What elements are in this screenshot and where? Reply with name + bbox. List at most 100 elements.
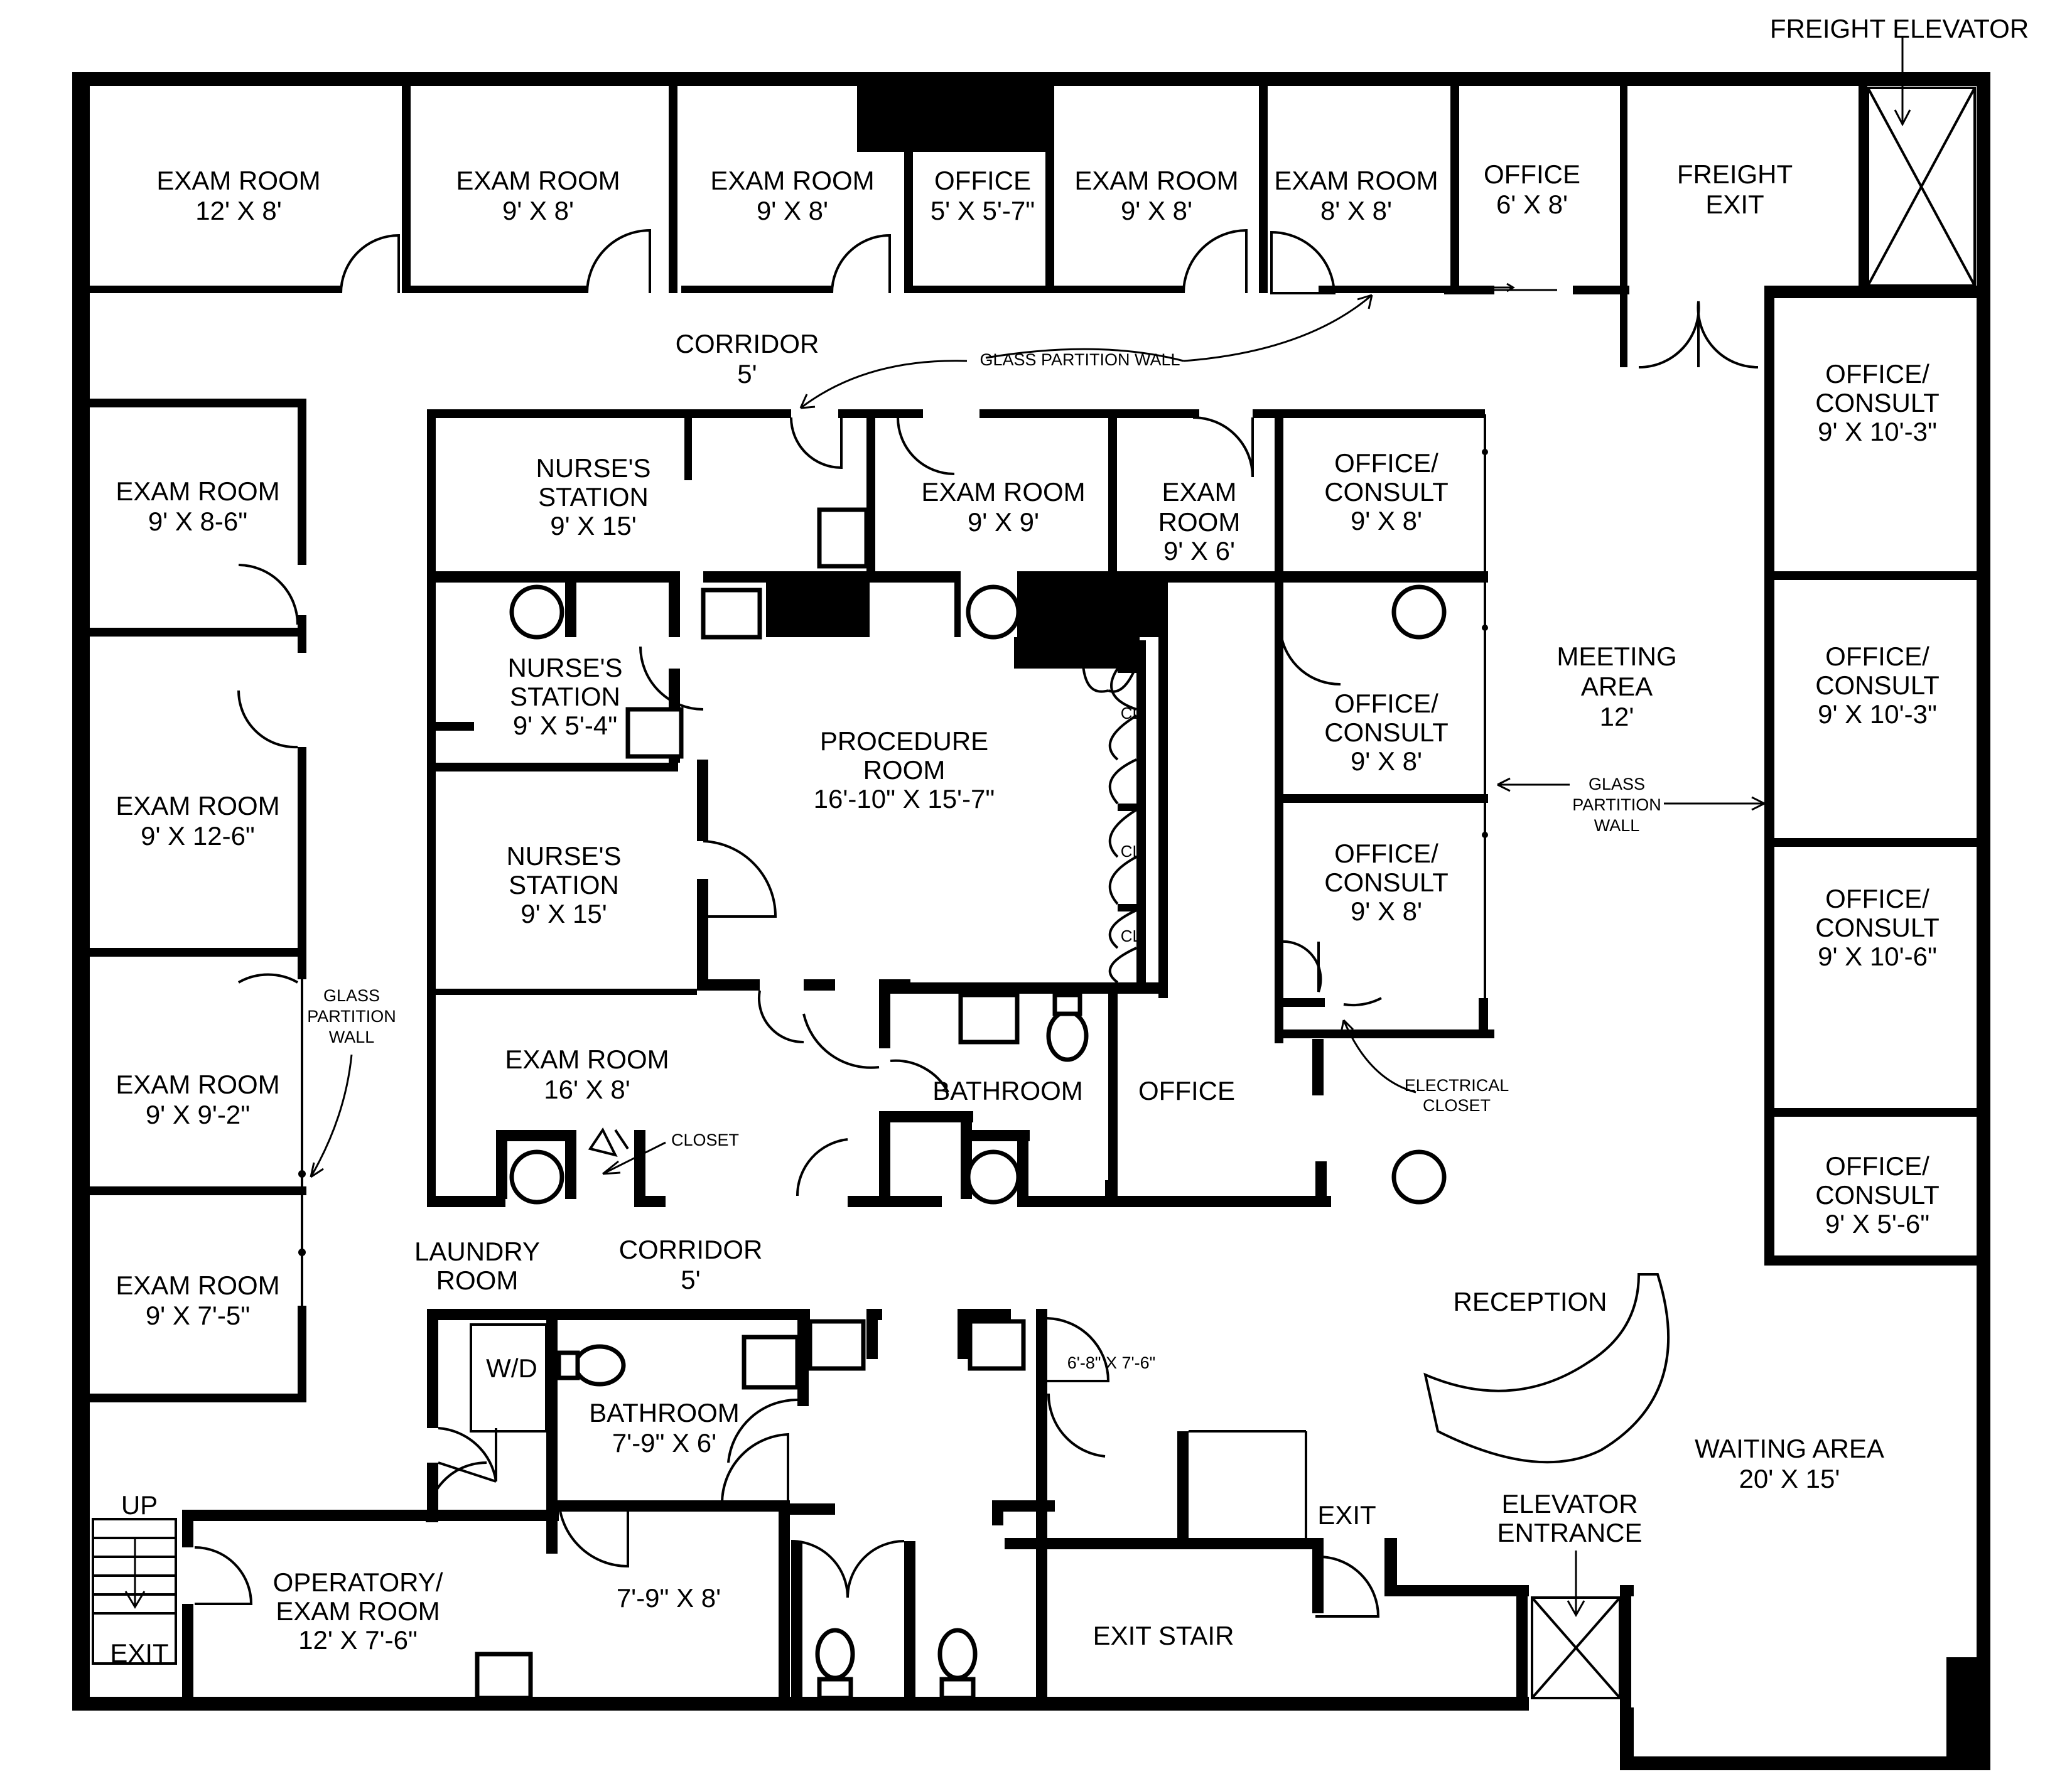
nurse-2-size: 9' X 5'-4" (513, 711, 617, 740)
exam-center-1-size: 9' X 9' (968, 507, 1039, 537)
consult-right-3-line2: CONSULT (1815, 913, 1940, 942)
office-top-2-size: 6' X 8' (1496, 190, 1568, 219)
exam-room-top-5-size: 8' X 8' (1320, 196, 1392, 225)
exam-room-top-5-name: EXAM ROOM (1274, 166, 1438, 195)
closet-small-label: CLOSET (671, 1131, 739, 1149)
top-doors (340, 228, 1759, 369)
office-center-label: OFFICE (1138, 1076, 1235, 1105)
glass-partition-leaders (310, 294, 1765, 1178)
glass-partition-right-line1: GLASS (1589, 775, 1645, 793)
exam-left-3-name: EXAM ROOM (116, 1070, 279, 1099)
glass-partition-left-line2: PARTITION (307, 1007, 396, 1026)
electrical-closet-line2: CLOSET (1423, 1096, 1491, 1115)
glass-partition-top-label: GLASS PARTITION WALL (979, 350, 1180, 369)
consult-right-4-line1: OFFICE/ (1825, 1151, 1929, 1181)
consult-inner-2-line1: OFFICE/ (1334, 689, 1438, 718)
meeting-area-line1: MEETING (1557, 642, 1676, 671)
reception-desk (1423, 1273, 1670, 1464)
consult-right-4-size: 9' X 5'-6" (1825, 1209, 1929, 1239)
glass-partition-right-line2: PARTITION (1572, 795, 1661, 814)
closet-label-3: CL. (1121, 842, 1146, 861)
nurse-2-line2: STATION (510, 682, 620, 711)
nurse-1-line2: STATION (538, 482, 649, 512)
exam-left-4-name: EXAM ROOM (116, 1271, 279, 1300)
consult-right-1-size: 9' X 10'-3" (1818, 417, 1937, 446)
meeting-area-line2: AREA (1581, 672, 1653, 701)
stairs (92, 1518, 177, 1665)
laundry-line1: LAUNDRY (414, 1237, 540, 1266)
operatory-line1: OPERATORY/ (273, 1567, 443, 1597)
consult-right-3-line1: OFFICE/ (1825, 884, 1929, 913)
consult-inner-1-line1: OFFICE/ (1334, 448, 1438, 478)
exam-room-top-4-size: 9' X 8' (1121, 196, 1192, 225)
consult-right-4-line2: CONSULT (1815, 1180, 1940, 1210)
exam-left-2-name: EXAM ROOM (116, 791, 279, 820)
closet-label-2: CL. (1121, 704, 1146, 723)
exam-room-top-2-name: EXAM ROOM (456, 166, 620, 195)
consult-inner-3-line1: OFFICE/ (1334, 839, 1438, 868)
exit-door-label: EXIT (1317, 1500, 1376, 1530)
exit-stair-label: EXIT STAIR (1093, 1621, 1234, 1650)
center-doors (588, 416, 1254, 1196)
elevator-entrance-line2: ENTRANCE (1497, 1518, 1642, 1547)
elevator (1531, 1551, 1621, 1699)
exam-room-top-4-name: EXAM ROOM (1074, 166, 1238, 195)
procedure-line1: PROCEDURE (820, 726, 988, 756)
consult-right-1-line1: OFFICE/ (1825, 359, 1929, 389)
corridor-top-size: 5' (737, 359, 757, 389)
consult-inner-3-size: 9' X 8' (1351, 896, 1422, 926)
exam-room-top-3-size: 9' X 8' (757, 196, 828, 225)
bottom-doors (194, 1317, 1380, 1618)
corridor-bottom-name: CORRIDOR (619, 1235, 763, 1264)
exam-center-1-name: EXAM ROOM (921, 477, 1085, 507)
exam-left-1-size: 9' X 8-6" (148, 507, 247, 536)
consult-right-2-size: 9' X 10'-3" (1818, 699, 1937, 729)
nurse-3-size: 9' X 15' (521, 899, 607, 928)
consult-inner-1-size: 9' X 8' (1351, 506, 1422, 535)
corridor-top-name: CORRIDOR (676, 329, 819, 358)
exam-16x8-size: 16' X 8' (544, 1075, 630, 1104)
exam-left-3-size: 9' X 9'-2" (146, 1100, 250, 1129)
nurse-3-line1: NURSE'S (506, 841, 621, 871)
glass-partition-left-line3: WALL (329, 1028, 375, 1046)
exam-left-4-size: 9' X 7'-5" (146, 1301, 250, 1330)
office-top-2-name: OFFICE (1484, 159, 1580, 189)
freight-elevator (1867, 38, 1976, 287)
bathroom-bottom-size: 7'-9" X 6' (612, 1428, 716, 1458)
office-top-1-name: OFFICE (934, 166, 1031, 195)
exam-left-2-size: 9' X 12-6" (141, 821, 255, 851)
procedure-size: 16'-10" X 15'-7" (814, 784, 995, 814)
nurse-2-line1: NURSE'S (507, 653, 622, 682)
freight-exit-line1: FREIGHT (1677, 159, 1793, 189)
exam-center-2-size: 9' X 6' (1163, 536, 1235, 566)
freight-exit-line2: EXIT (1705, 190, 1764, 219)
electrical-closet-line1: ELECTRICAL (1405, 1076, 1509, 1095)
meeting-area-size: 12' (1600, 702, 1634, 731)
office-top-1-size: 5' X 5'-7" (931, 196, 1035, 225)
consult-inner-2-size: 9' X 8' (1351, 746, 1422, 776)
exterior-walls (72, 72, 1990, 1770)
consult-right-2-line2: CONSULT (1815, 670, 1940, 700)
top-room-walls (90, 86, 1990, 1265)
left-doors (237, 564, 299, 984)
exam-center-2-line2: ROOM (1158, 507, 1241, 537)
fixtures (470, 507, 1447, 1701)
waiting-area-name: WAITING AREA (1695, 1434, 1884, 1463)
glass-partition-left-line1: GLASS (323, 986, 380, 1005)
closets-right-of-procedure (1082, 640, 1146, 984)
right-consult-walls (1764, 298, 1990, 1266)
left-room-walls (90, 399, 306, 1402)
exam-room-12x8-size: 12' X 8' (195, 196, 281, 225)
nurse-1-size: 9' X 15' (550, 511, 636, 540)
closet-label-4: CL. (1121, 927, 1146, 945)
exam-room-12x8-name: EXAM ROOM (156, 166, 320, 195)
operatory-line2: EXAM ROOM (276, 1596, 440, 1626)
freight-elevator-label: FREIGHT ELEVATOR (1770, 14, 2029, 43)
consult-right-3-size: 9' X 10'-6" (1818, 942, 1937, 971)
stairs-up-label: UP (121, 1490, 158, 1520)
exam-16x8-name: EXAM ROOM (505, 1045, 669, 1074)
consult-right-1-line2: CONSULT (1815, 388, 1940, 417)
room-7-9x8-size: 7'-9" X 8' (617, 1583, 721, 1613)
consult-inner-2-line2: CONSULT (1324, 718, 1449, 747)
